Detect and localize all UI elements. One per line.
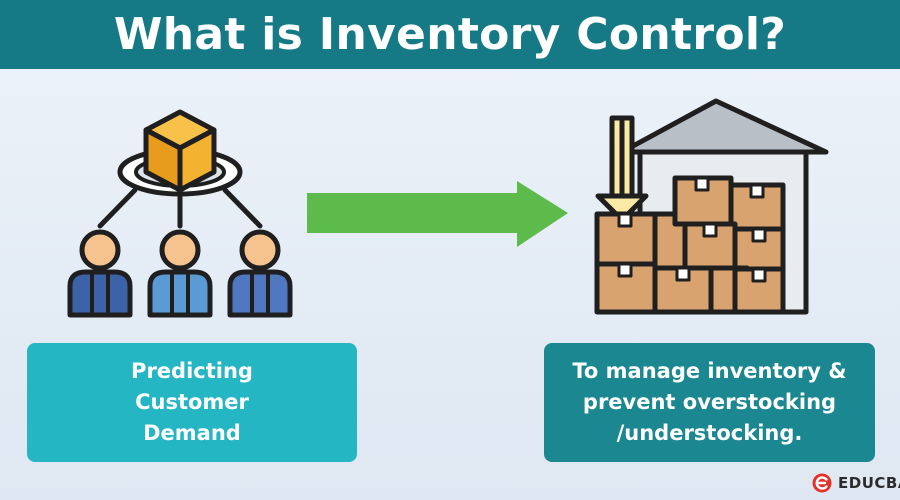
left-line-3: Demand	[143, 421, 241, 445]
page-title: What is Inventory Control?	[113, 9, 787, 60]
person-icon	[147, 229, 213, 318]
right-description-box: To manage inventory & prevent overstocki…	[544, 343, 875, 462]
right-arrow-icon	[307, 181, 568, 247]
customers-demand-icon	[67, 109, 293, 318]
right-line-2: prevent overstocking	[582, 390, 837, 414]
brand-name: EDUCBA	[838, 474, 900, 492]
left-line-1: Predicting	[131, 359, 253, 383]
person-icon	[227, 229, 293, 318]
person-icon	[67, 229, 133, 318]
left-description-box: Predicting Customer Demand	[27, 343, 357, 462]
down-arrow-icon	[595, 115, 649, 223]
header-banner: What is Inventory Control?	[0, 0, 900, 69]
illustration	[67, 98, 829, 318]
right-line-3: /understocking.	[616, 421, 803, 445]
educba-logo-icon	[812, 473, 832, 493]
left-line-2: Customer	[135, 390, 249, 414]
warehouse-boxes-icon	[594, 98, 829, 315]
right-line-1: To manage inventory &	[572, 359, 847, 383]
brand-logo: EDUCBA	[812, 470, 900, 496]
